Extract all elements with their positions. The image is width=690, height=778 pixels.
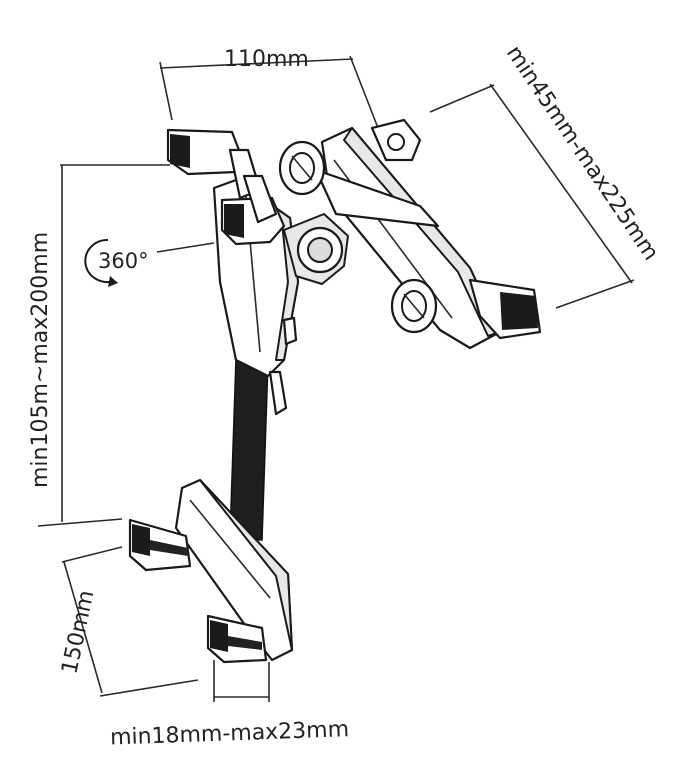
top-width-label: 110mm	[224, 47, 309, 72]
bottom-left-clamp	[128, 518, 192, 572]
tablet-holder-illustration	[128, 118, 542, 664]
top-left-clamp	[166, 128, 262, 200]
bottom-thickness-label: min18mm-max23mm	[110, 717, 350, 750]
dimension-lines	[37, 55, 635, 702]
upper-inner-clamp	[220, 174, 286, 246]
extension-arm	[229, 357, 269, 541]
rotation-icon: 360°	[84, 238, 149, 287]
rotation-label: 360°	[98, 249, 149, 273]
lower-knob	[390, 278, 438, 334]
right-hook	[468, 278, 542, 340]
top-knob	[278, 140, 326, 196]
bottom-right-clamp	[206, 614, 268, 664]
left-range-label: min105m~max200mm	[28, 232, 53, 488]
right-range-label: min45mm-max225mm	[501, 41, 663, 265]
